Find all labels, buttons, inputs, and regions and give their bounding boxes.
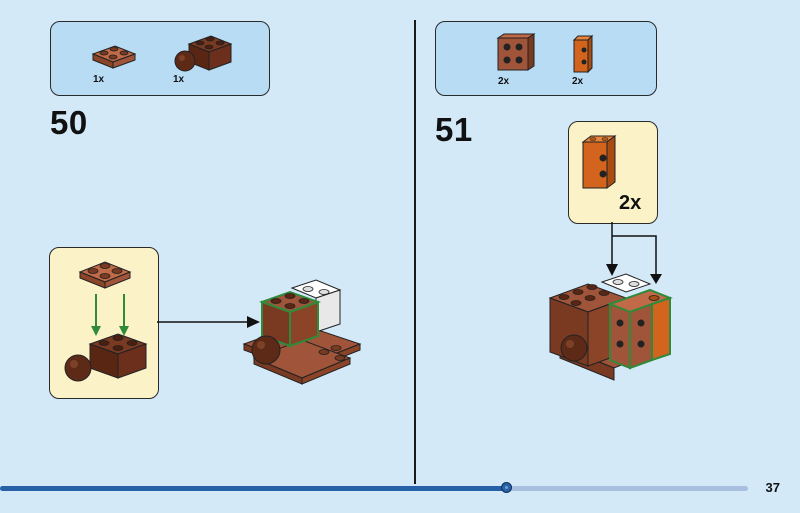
progress-fill: [0, 486, 506, 491]
part-qty: 2x: [498, 76, 510, 87]
plate-2x2-icon: [78, 261, 132, 289]
arrow-right-icon: [157, 316, 260, 328]
plate-2x2-icon: [91, 45, 137, 69]
part-qty: 2x: [572, 76, 584, 87]
progress-knob: [501, 482, 512, 493]
part-qty: 1x: [173, 74, 185, 85]
page-divider: [414, 20, 416, 484]
brick-1x2x2-brown-icon: [496, 33, 536, 71]
step-number: 51: [435, 111, 473, 148]
part-callout: 2x: [568, 121, 658, 224]
arrow-down-icon: [91, 294, 129, 336]
sub-assembly-callout: [49, 247, 159, 399]
arrow-down-icon: [606, 222, 662, 284]
brick-1x2x2-orange-icon: [572, 34, 594, 74]
model-assembly-step-50: [242, 279, 362, 385]
parts-list-step-51: 2x 2x: [435, 21, 657, 96]
callout-qty: 2x: [619, 192, 642, 214]
brick-with-ball-icon: [174, 35, 233, 72]
step-number: 50: [50, 104, 88, 141]
brick-1x2x2-orange-icon: [581, 135, 617, 189]
part-qty: 1x: [93, 74, 105, 85]
parts-list-step-50: 1x 1x: [50, 21, 270, 96]
brick-with-ball-icon: [64, 333, 148, 382]
page-number: 37: [765, 480, 780, 495]
model-assembly-step-51: [548, 273, 673, 381]
